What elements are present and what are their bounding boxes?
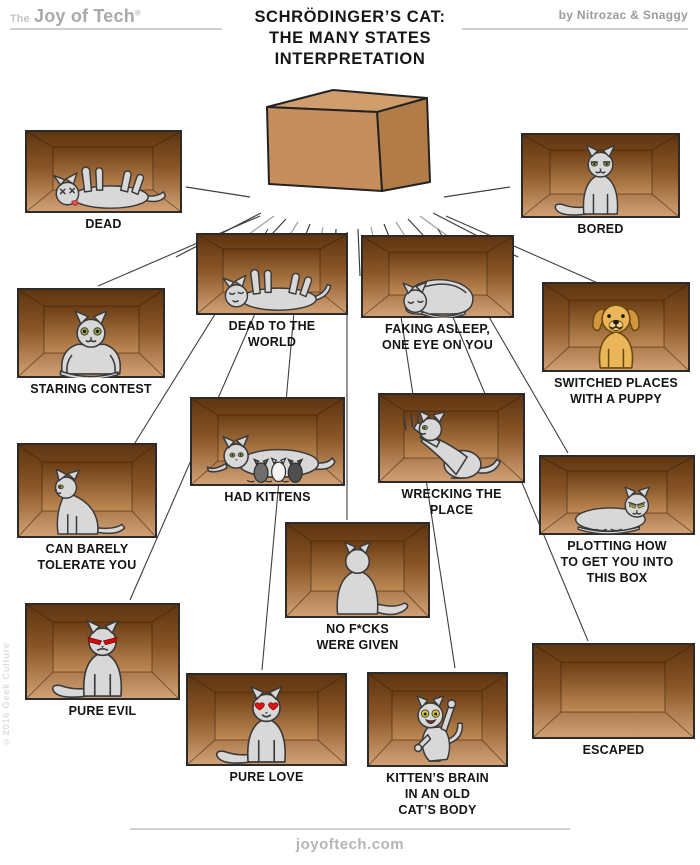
wrecking-cat-illustration <box>402 410 502 479</box>
state-label-plotting-how-to-get-you-into-this-box: PLOTTING HOW TO GET YOU INTO THIS BOX <box>560 539 674 585</box>
copyright-vertical-text: ©2016 Geek Culture <box>1 642 12 747</box>
comic-title: SCHRÖDINGER’S CAT: THE MANY STATES INTER… <box>170 7 530 70</box>
state-box-wrecking-the-place: WRECKING THE PLACE <box>378 393 525 517</box>
state-box-pure-love: PURE LOVE <box>186 673 347 784</box>
open-box-illustration <box>25 603 180 700</box>
open-box-illustration <box>378 393 525 483</box>
state-label-wrecking-the-place: WRECKING THE PLACE <box>401 487 502 517</box>
state-box-kittens-brain-in-an-old-cats-body: KITTEN’S BRAIN IN AN OLD CAT’S BODY <box>367 672 508 817</box>
state-box-had-kittens: HAD KITTENS <box>190 397 345 504</box>
state-label-can-barely-tolerate-you: CAN BARELY TOLERATE YOU <box>37 542 137 572</box>
open-box-illustration <box>542 282 690 372</box>
header: The Joy of Tech® SCHRÖDINGER’S CAT: THE … <box>0 0 700 90</box>
asleep-cat-illustration <box>402 278 474 318</box>
plotting-cat-illustration <box>574 486 650 535</box>
open-box-illustration <box>367 672 508 767</box>
title-line-2: THE MANY STATES <box>268 29 432 47</box>
state-box-escaped: ESCAPED <box>532 643 695 757</box>
open-box-illustration <box>196 233 348 315</box>
open-box-illustration <box>539 455 695 535</box>
state-label-kittens-brain-in-an-old-cats-body: KITTEN’S BRAIN IN AN OLD CAT’S BODY <box>386 771 489 817</box>
registered-mark: ® <box>134 8 141 18</box>
open-box-illustration <box>521 133 680 218</box>
joy-of-tech-logo: The Joy of Tech® <box>10 6 141 27</box>
tolerate-cat-illustration <box>54 468 126 535</box>
open-box-illustration <box>285 522 430 618</box>
footer-site-url: joyoftech.com <box>295 836 405 853</box>
deadworld-cat-illustration <box>222 268 332 311</box>
state-box-dead-to-the-world: DEAD TO THE WORLD <box>196 233 348 349</box>
state-box-plotting-how-to-get-you-into-this-box: PLOTTING HOW TO GET YOU INTO THIS BOX <box>539 455 695 585</box>
state-box-faking-asleep-one-eye-on-you: FAKING ASLEEP, ONE EYE ON YOU <box>361 235 514 352</box>
open-box-illustration <box>17 288 165 378</box>
state-box-can-barely-tolerate-you: CAN BARELY TOLERATE YOU <box>17 443 157 572</box>
evil-cat-illustration <box>51 619 123 698</box>
open-box-illustration <box>361 235 514 318</box>
state-label-dead: DEAD <box>85 217 122 231</box>
kittens-cat-illustration <box>206 434 336 484</box>
puppy-cat-illustration <box>592 304 640 369</box>
staring-cat-illustration <box>59 310 122 378</box>
state-box-dead: DEAD <box>25 130 182 231</box>
state-label-had-kittens: HAD KITTENS <box>224 490 311 504</box>
state-box-bored: BORED <box>521 133 680 236</box>
state-label-pure-love: PURE LOVE <box>229 770 304 784</box>
love-cat-illustration <box>216 685 287 764</box>
title-line-3: INTERPRETATION <box>274 50 426 68</box>
footer-rule <box>130 828 570 830</box>
dead-cat-illustration <box>52 166 167 209</box>
bored-cat-illustration <box>554 144 619 216</box>
header-rule-left <box>10 28 222 30</box>
logo-prefix: The <box>10 13 30 25</box>
header-rule-right <box>462 28 688 30</box>
logo-name: Joy of Tech <box>34 6 135 26</box>
state-box-pure-evil: PURE EVIL <box>25 603 180 718</box>
state-label-pure-evil: PURE EVIL <box>68 704 137 718</box>
nofucks-cat-illustration <box>336 541 409 616</box>
state-box-staring-contest: STARING CONTEST <box>17 288 165 396</box>
kitten-cat-illustration <box>413 695 464 762</box>
state-label-no-fucks-were-given: NO F*CKS WERE GIVEN <box>316 622 399 652</box>
state-label-escaped: ESCAPED <box>582 743 645 757</box>
open-box-illustration <box>532 643 695 739</box>
open-box-illustration <box>17 443 157 538</box>
state-label-faking-asleep-one-eye-on-you: FAKING ASLEEP, ONE EYE ON YOU <box>382 322 493 352</box>
central-closed-box <box>266 89 431 192</box>
open-box-illustration <box>186 673 347 766</box>
title-line-1: SCHRÖDINGER’S CAT: <box>254 8 446 26</box>
state-box-no-fucks-were-given: NO F*CKS WERE GIVEN <box>285 522 430 652</box>
open-box-illustration <box>190 397 345 486</box>
state-label-bored: BORED <box>577 222 624 236</box>
state-label-staring-contest: STARING CONTEST <box>30 382 152 396</box>
state-label-switched-places-with-a-puppy: SWITCHED PLACES WITH A PUPPY <box>554 376 678 406</box>
state-box-switched-places-with-a-puppy: SWITCHED PLACES WITH A PUPPY <box>542 282 690 406</box>
open-box-illustration <box>25 130 182 213</box>
state-label-dead-to-the-world: DEAD TO THE WORLD <box>228 319 316 349</box>
byline: by Nitrozac & Snaggy <box>558 8 688 22</box>
